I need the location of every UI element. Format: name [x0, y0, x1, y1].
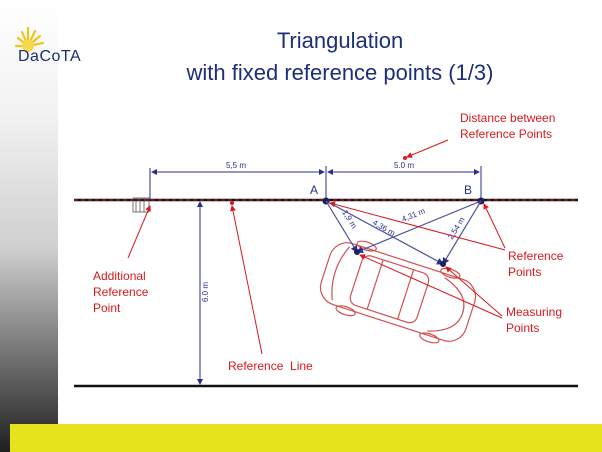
label-additional-2: Reference: [93, 285, 149, 299]
slide-title-line-1: Triangulation: [276, 28, 404, 53]
label-distance-between-1: Distance between: [460, 111, 555, 125]
measure-line-a1: [325, 200, 358, 254]
logo-text: DaCoTA: [18, 48, 82, 65]
arrow-reference-line: [230, 205, 263, 355]
dimension-label-1: 5,5 m: [226, 161, 246, 170]
slide-title-line-2: with fixed reference points (1/3): [186, 60, 494, 85]
arrow-measuring-point-2: [445, 266, 503, 317]
measuring-point-1: [354, 249, 360, 255]
distance-marker-dot: [403, 156, 407, 160]
dacota-logo: [8, 16, 118, 76]
measure-label-2: 4,36 m: [371, 218, 397, 238]
point-b-label: B: [464, 183, 472, 197]
arrow-ref-point-a: [329, 201, 506, 251]
additional-reference-post: [132, 197, 150, 213]
reference-line-dot: [230, 201, 234, 205]
label-measuring-points-1: Measuring: [506, 305, 562, 319]
label-additional-1: Additional: [93, 269, 146, 283]
arrow-measuring-point-1: [359, 254, 503, 319]
measure-line-b2: [442, 200, 482, 266]
label-distance-between-2: Reference Points: [460, 127, 552, 141]
left-gradient-bar: [0, 0, 58, 452]
arrow-distance-between: [406, 139, 449, 158]
sun-rays-icon: [14, 26, 45, 52]
arrow-ref-point-b: [483, 203, 506, 249]
measure-label-1: 1,9 m: [340, 208, 358, 230]
bottom-yellow-band: [10, 424, 602, 452]
point-a-label: A: [310, 183, 318, 197]
measure-line-a2: [325, 200, 445, 265]
label-additional-3: Point: [93, 301, 121, 315]
road-width-label: 6.0 m: [201, 282, 210, 302]
arrow-additional-point: [127, 205, 151, 259]
dimension-label-2: 5.0 m: [394, 161, 414, 170]
measuring-point-2: [440, 261, 446, 267]
label-reference-points-1: Reference: [508, 249, 564, 263]
label-reference-line: Reference Line: [228, 359, 313, 373]
label-measuring-points-2: Points: [506, 321, 539, 335]
vehicle-outline: [319, 240, 477, 344]
measure-label-3: 4,31 m: [400, 206, 426, 224]
label-reference-points-2: Points: [508, 265, 541, 279]
